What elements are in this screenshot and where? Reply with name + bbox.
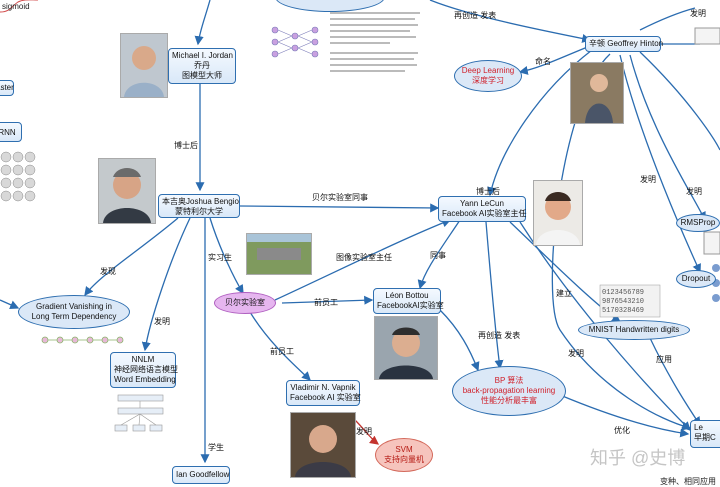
photo-jordan [120, 33, 168, 98]
dropout-l1: Dropout [681, 274, 711, 283]
right-plot-thumbnail [694, 27, 720, 255]
right-dots [712, 264, 720, 302]
node-caster-cut-label: aster [0, 83, 14, 92]
bengio-name: 本吉奥Joshua Bengio [162, 197, 239, 206]
edge-label-postdoc: 博士后 [174, 141, 198, 150]
photo-bell-labs [246, 233, 312, 275]
ellipse-bell-labs[interactable]: 贝尔实验室 [214, 292, 276, 314]
edge-label-bell-colleague: 贝尔实验室同事 [312, 193, 368, 202]
ellipse-deep-learning[interactable]: Deep Learning 深度学习 [454, 60, 522, 92]
bp-l3: 性能分析最丰富 [481, 396, 537, 405]
edge-label-apply: 应用 [656, 355, 672, 364]
deep-learning-l2: 深度学习 [472, 76, 504, 85]
chain-thumbnail [41, 336, 124, 344]
edge-label-recreate-pub-top: 再创造 发表 [454, 11, 497, 20]
jordan-role: 图模型大师 [182, 71, 222, 80]
vapnik-name: Vladimir N. Vapnik [290, 383, 356, 392]
vapnik-role: Facebook AI 实验室 [290, 393, 361, 402]
jordan-name: Michael I. Jordan [172, 51, 233, 60]
edge-label-invent-mid: 发明 [686, 187, 702, 196]
bottou-role: FacebookAI实验室 [377, 301, 444, 310]
photo-bengio [98, 158, 156, 224]
bp-l1: BP 算法 [494, 376, 524, 385]
node-caster-cut[interactable]: aster [0, 80, 14, 96]
goodfellow-name: Ian Goodfellow [176, 470, 230, 479]
node-rnn-cut[interactable]: RNN [0, 122, 22, 142]
edge-label-student: 学生 [208, 443, 224, 452]
nnlm-cn: 神经网络语言模型 [114, 365, 178, 374]
svg-text:5170328469: 5170328469 [602, 307, 644, 315]
footer-text: 变种、相同应用 [660, 477, 716, 486]
gradient-l1: Gradient Vanishing in [36, 302, 112, 311]
photo-hinton [570, 62, 624, 124]
hinton-name: 辛顿 Geoffrey Hinton [589, 39, 664, 48]
bottou-name: Léon Bottou [385, 291, 429, 300]
paper-thumbnail [330, 12, 420, 72]
node-bottou[interactable]: Léon Bottou FacebookAI实验室 [373, 288, 444, 314]
node-goodfellow[interactable]: Ian Goodfellow [172, 466, 230, 484]
nnlm-en: Word Embedding [114, 375, 176, 384]
grid-thumbnail [0, 151, 36, 202]
lecun-name: Yann LeCun [460, 199, 504, 208]
edge-label-image-lab-leader: 图像实验室主任 [336, 253, 392, 262]
node-rnn-cut-label: RNN [0, 128, 16, 137]
gradient-l2: Long Term Dependency [31, 312, 117, 321]
ellipse-rmsprop[interactable]: RMSProp [676, 214, 720, 232]
edge-label-invent-right: 发明 [640, 175, 656, 184]
mnist-thumbnail: 0123456789 9876543210 5170328469 [599, 284, 661, 318]
lecun-cut-l2: 早期C [694, 433, 716, 442]
ellipse-gradient[interactable]: Gradient Vanishing in Long Term Dependen… [18, 295, 130, 329]
svg-text:0123456789: 0123456789 [602, 289, 644, 297]
node-jordan[interactable]: Michael I. Jordan 乔丹 图模型大师 [168, 48, 236, 84]
lecun-role: Facebook AI实验室主任 [442, 209, 527, 218]
edge-label-invent-top: 发明 [690, 9, 706, 18]
bp-l2: back-propagation learning [462, 386, 556, 395]
edge-label-former1: 前员工 [314, 298, 338, 307]
edge-label-invent-svm: 发明 [356, 427, 372, 436]
lecun-cut-l1: Le [694, 423, 703, 432]
ellipse-dropout[interactable]: Dropout [676, 270, 716, 288]
edge-label-optimize: 优化 [614, 426, 630, 435]
watermark: 知乎 @史博 [590, 448, 686, 468]
node-bengio[interactable]: 本吉奥Joshua Bengio 蒙特利尔大学 [158, 194, 240, 218]
photo-vapnik [290, 412, 356, 478]
deep-learning-l1: Deep Learning [461, 66, 515, 75]
nn-thumbnail [271, 26, 319, 58]
edge-label-found: 发现 [100, 267, 116, 276]
photo-lecun [533, 180, 583, 246]
node-lecun[interactable]: Yann LeCun Facebook AI实验室主任 [438, 196, 526, 222]
edge-label-postdoc2: 博士后 [476, 187, 500, 196]
edge-label-recreate-pub-lower: 再创造 发表 [478, 331, 521, 340]
ellipse-bp[interactable]: BP 算法 back-propagation learning 性能分析最丰富 [452, 366, 566, 416]
node-hinton[interactable]: 辛顿 Geoffrey Hinton [585, 36, 664, 52]
node-lecun-cut[interactable]: Le 早期C [690, 420, 720, 448]
bengio-role: 蒙特利尔大学 [175, 207, 223, 216]
bell-labs-l1: 贝尔实验室 [225, 298, 265, 307]
node-nnlm[interactable]: NNLM 神经网络语言模型 Word Embedding [110, 352, 178, 388]
jordan-cn: 乔丹 [194, 61, 210, 70]
photo-bottou [374, 316, 438, 380]
ellipse-svm[interactable]: SVM 支持向量机 [375, 438, 433, 472]
svm-l2: 支持向量机 [384, 455, 424, 464]
nnlm-thumbnail [114, 394, 164, 432]
edge-label-invent-left: 发明 [154, 317, 170, 326]
ellipse-mnist[interactable]: MNIST Handwritten digits [578, 320, 690, 340]
sigmoid-curve [0, 0, 38, 13]
edge-label-invent-lower: 发明 [568, 349, 584, 358]
sigmoid-label: sigmoid [2, 2, 30, 11]
edge-label-former2: 前员工 [270, 347, 294, 356]
edge-label-name-it: 命名 [535, 57, 551, 66]
svg-text:9876543210: 9876543210 [602, 298, 644, 306]
edge-label-intern: 实习生 [208, 253, 232, 262]
node-vapnik[interactable]: Vladimir N. Vapnik Facebook AI 实验室 [286, 380, 361, 406]
rmsprop-l1: RMSProp [680, 218, 716, 227]
mnist-l1: MNIST Handwritten digits [588, 325, 680, 334]
edge-label-establish: 建立 [556, 289, 572, 298]
edge-label-colleague: 同事 [430, 251, 446, 260]
nnlm-name: NNLM [131, 355, 155, 364]
svm-l1: SVM [395, 445, 413, 454]
